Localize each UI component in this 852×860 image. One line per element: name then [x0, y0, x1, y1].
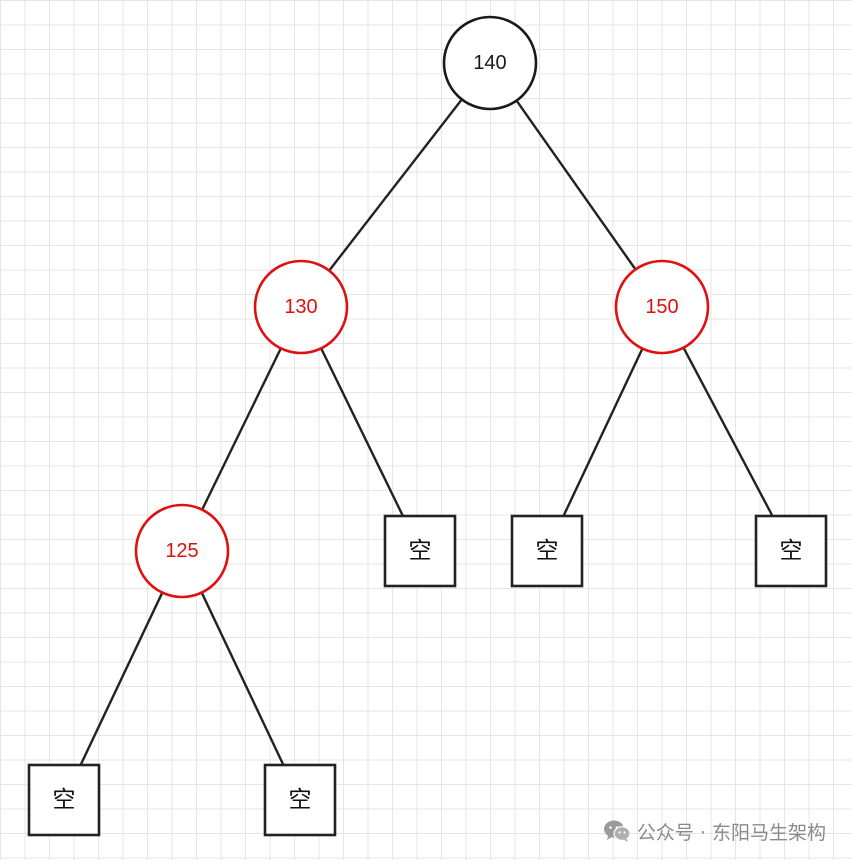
- null-leaf: 空: [510, 514, 584, 588]
- tree-edge: [200, 592, 285, 766]
- watermark-text: 公众号 · 东阳马生架构: [636, 821, 826, 844]
- leaf-box: [383, 514, 457, 588]
- tree-edge: [562, 348, 644, 517]
- leaf-label: 空: [409, 538, 432, 564]
- null-leaf: 空: [754, 514, 828, 588]
- leaf-box: [754, 514, 828, 588]
- tree-null-leaves: 空空空空空: [27, 514, 828, 837]
- watermark: 公众号 · 东阳马生架构: [603, 818, 826, 844]
- tree-node-red: 150: [614, 259, 710, 355]
- leaf-label: 空: [53, 787, 76, 813]
- null-leaf: 空: [383, 514, 457, 588]
- node-value-label: 150: [645, 296, 678, 318]
- tree-node-red: 125: [134, 503, 230, 599]
- tree-node-red: 130: [253, 259, 349, 355]
- leaf-box: [510, 514, 584, 588]
- wechat-icon: [603, 820, 631, 842]
- leaf-box: [263, 763, 337, 837]
- node-value-label: 130: [284, 296, 317, 318]
- tree-edge: [320, 347, 405, 517]
- node-circle: [134, 503, 230, 599]
- node-value-label: 140: [473, 52, 506, 74]
- tree-edge: [201, 347, 282, 511]
- node-circle: [253, 259, 349, 355]
- leaf-box: [27, 763, 101, 837]
- tree-nodes: 140 130 150 125: [134, 15, 710, 599]
- leaf-label: 空: [536, 538, 559, 564]
- leaf-label: 空: [780, 538, 803, 564]
- tree-node-black: 140: [442, 15, 538, 111]
- tree-edge: [79, 592, 164, 766]
- node-value-label: 125: [165, 540, 198, 562]
- tree-edge: [682, 347, 774, 517]
- node-circle: [614, 259, 710, 355]
- null-leaf: 空: [263, 763, 337, 837]
- null-leaf: 空: [27, 763, 101, 837]
- tree-edge: [515, 99, 637, 271]
- tree-edges: [79, 98, 774, 766]
- leaf-label: 空: [289, 787, 312, 813]
- tree-edge: [328, 98, 463, 272]
- node-circle: [442, 15, 538, 111]
